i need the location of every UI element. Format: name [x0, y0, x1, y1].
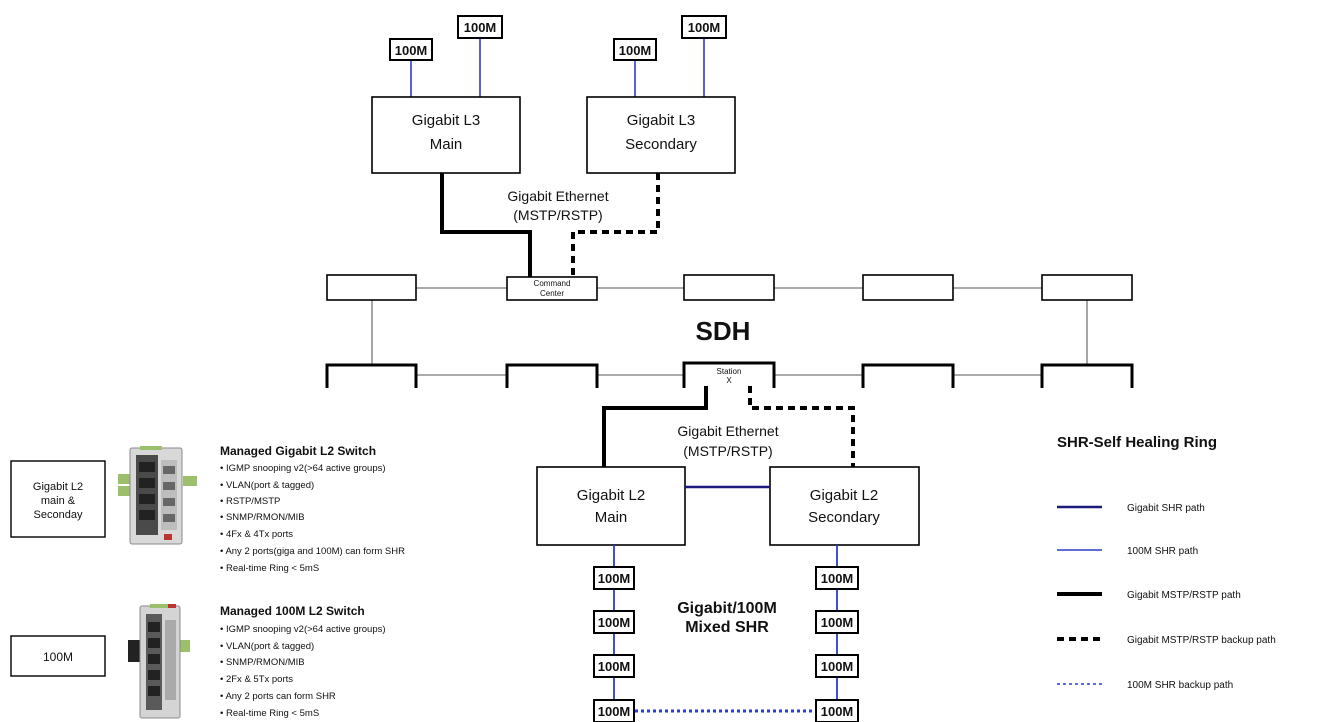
right-switch-3: 100M: [815, 654, 859, 678]
legend-item-100m-shr-backup: 100M SHR backup path: [1057, 680, 1233, 691]
left-switch-4: 100M: [593, 699, 635, 722]
top-gbe-label: Gigabit Ethernet: [507, 188, 608, 204]
top-mstp-label: (MSTP/RSTP): [513, 207, 602, 223]
sdh-node-top-3: [683, 274, 775, 301]
feature-item: • VLAN(port & tagged): [220, 641, 314, 652]
svg-text:Gigabit L2: Gigabit L2: [33, 481, 83, 493]
feature-item: • RSTP/MSTP: [220, 496, 280, 507]
gigabit-l3-secondary-box: Gigabit L3 Secondary: [586, 96, 736, 174]
svg-text:Center: Center: [540, 289, 564, 298]
left-switch-3: 100M: [593, 654, 635, 678]
svg-text:Gigabit MSTP/RSTP backup path: Gigabit MSTP/RSTP backup path: [1127, 635, 1276, 646]
svg-text:main &: main &: [41, 495, 76, 507]
sdh-node-bottom-1: [325, 363, 418, 388]
module-l3-main-100m-b: 100M: [457, 15, 503, 39]
feature-item: • Real-time Ring < 5mS: [220, 563, 319, 574]
svg-text:Gigabit SHR path: Gigabit SHR path: [1127, 503, 1205, 514]
100m-switch-device-image: [128, 604, 190, 719]
legend-item-gigabit-mstp: Gigabit MSTP/RSTP path: [1057, 590, 1241, 601]
legend-item-gigabit-mstp-backup: Gigabit MSTP/RSTP backup path: [1057, 635, 1276, 646]
sdh-node-bottom-4: [861, 363, 955, 388]
svg-text:100M: 100M: [821, 571, 854, 586]
svg-text:Gigabit L2: Gigabit L2: [810, 487, 878, 504]
svg-text:100M: 100M: [464, 20, 497, 35]
right-switch-1: 100M: [815, 566, 859, 590]
sdh-node-top-4: [862, 274, 954, 301]
svg-text:100M: 100M: [821, 704, 854, 719]
gigabit-l2-main-box: Gigabit L2 Main: [536, 466, 686, 546]
svg-text:100M: 100M: [688, 20, 721, 35]
svg-text:100M SHR backup path: 100M SHR backup path: [1127, 680, 1233, 691]
sdh-node-bottom-5: [1040, 363, 1134, 388]
feature-item: • Real-time Ring < 5mS: [220, 708, 319, 719]
svg-text:Secondary: Secondary: [625, 136, 697, 153]
gigabit-l2-product-box: Gigabit L2 main & Seconday: [10, 460, 106, 538]
mstp-backup-path-l3-secondary: [571, 173, 660, 277]
svg-text:100M: 100M: [619, 43, 652, 58]
100m-feature-list: • IGMP snooping v2(>64 active groups) • …: [220, 624, 386, 719]
mixed-shr-label-2: Mixed SHR: [685, 619, 769, 636]
mstp-path-l3-main: [440, 173, 532, 277]
svg-text:Gigabit L2: Gigabit L2: [577, 487, 645, 504]
left-switch-2: 100M: [593, 610, 635, 634]
feature-item: • 2Fx & 5Tx ports: [220, 674, 293, 685]
sdh-ring-lines: [371, 287, 1088, 376]
command-center-node: Command Center: [506, 276, 598, 301]
module-l3-main-100m-a: 100M: [389, 38, 433, 61]
svg-text:Station: Station: [717, 367, 742, 376]
100m-product-title: Managed 100M L2 Switch: [220, 604, 365, 618]
feature-item: • 4Fx & 4Tx ports: [220, 529, 293, 540]
svg-text:100M SHR path: 100M SHR path: [1127, 546, 1198, 557]
svg-text:100M: 100M: [598, 704, 631, 719]
sdh-node-bottom-2: [505, 363, 599, 388]
gigabit-l3-main-box: Gigabit L3 Main: [371, 96, 521, 174]
feature-item: • Any 2 ports(giga and 100M) can form SH…: [220, 546, 405, 557]
bottom-mstp-label: (MSTP/RSTP): [683, 443, 772, 459]
svg-text:Gigabit MSTP/RSTP path: Gigabit MSTP/RSTP path: [1127, 590, 1241, 601]
svg-text:100M: 100M: [395, 43, 428, 58]
station-x-node: Station X: [682, 361, 776, 388]
mixed-shr-label-1: Gigabit/100M: [677, 600, 777, 617]
sdh-node-top-5: [1041, 274, 1133, 301]
feature-item: • SNMP/RMON/MIB: [220, 657, 305, 668]
legend-item-100m-shr: 100M SHR path: [1057, 546, 1198, 557]
feature-item: • IGMP snooping v2(>64 active groups): [220, 463, 386, 474]
svg-text:Main: Main: [430, 136, 463, 153]
svg-text:X: X: [726, 376, 732, 385]
svg-text:Command: Command: [534, 279, 571, 288]
100m-product-box: 100M: [10, 635, 106, 677]
svg-text:Gigabit L3: Gigabit L3: [627, 112, 695, 129]
mstp-backup-path-l2-secondary: [748, 386, 855, 467]
gigabit-switch-device-image: [118, 446, 197, 545]
feature-item: • SNMP/RMON/MIB: [220, 512, 305, 523]
svg-text:Main: Main: [595, 509, 628, 526]
legend-title: SHR-Self Healing Ring: [1057, 434, 1217, 451]
svg-text:100M: 100M: [598, 615, 631, 630]
gigabit-feature-list: • IGMP snooping v2(>64 active groups) • …: [220, 463, 405, 574]
feature-item: • Any 2 ports can form SHR: [220, 691, 336, 702]
right-switch-4: 100M: [815, 699, 859, 722]
left-switch-1: 100M: [593, 566, 635, 590]
right-switch-2: 100M: [815, 610, 859, 634]
bottom-gbe-label: Gigabit Ethernet: [677, 423, 778, 439]
gigabit-product-title: Managed Gigabit L2 Switch: [220, 444, 376, 458]
svg-text:100M: 100M: [821, 659, 854, 674]
svg-text:100M: 100M: [821, 615, 854, 630]
svg-text:Secondary: Secondary: [808, 509, 880, 526]
gigabit-l2-secondary-box: Gigabit L2 Secondary: [769, 466, 920, 546]
module-l3-sec-100m-a: 100M: [613, 38, 657, 61]
feature-item: • VLAN(port & tagged): [220, 480, 314, 491]
sdh-label: SDH: [696, 316, 751, 346]
svg-text:100M: 100M: [598, 659, 631, 674]
svg-text:100M: 100M: [598, 571, 631, 586]
mstp-path-l2-main: [602, 386, 708, 467]
svg-text:100M: 100M: [43, 650, 73, 664]
svg-text:Seconday: Seconday: [34, 509, 83, 521]
module-l3-sec-100m-b: 100M: [681, 15, 727, 39]
sdh-node-top-1: [326, 274, 417, 301]
feature-item: • IGMP snooping v2(>64 active groups): [220, 624, 386, 635]
svg-text:Gigabit L3: Gigabit L3: [412, 112, 480, 129]
legend-item-gigabit-shr: Gigabit SHR path: [1057, 503, 1205, 514]
